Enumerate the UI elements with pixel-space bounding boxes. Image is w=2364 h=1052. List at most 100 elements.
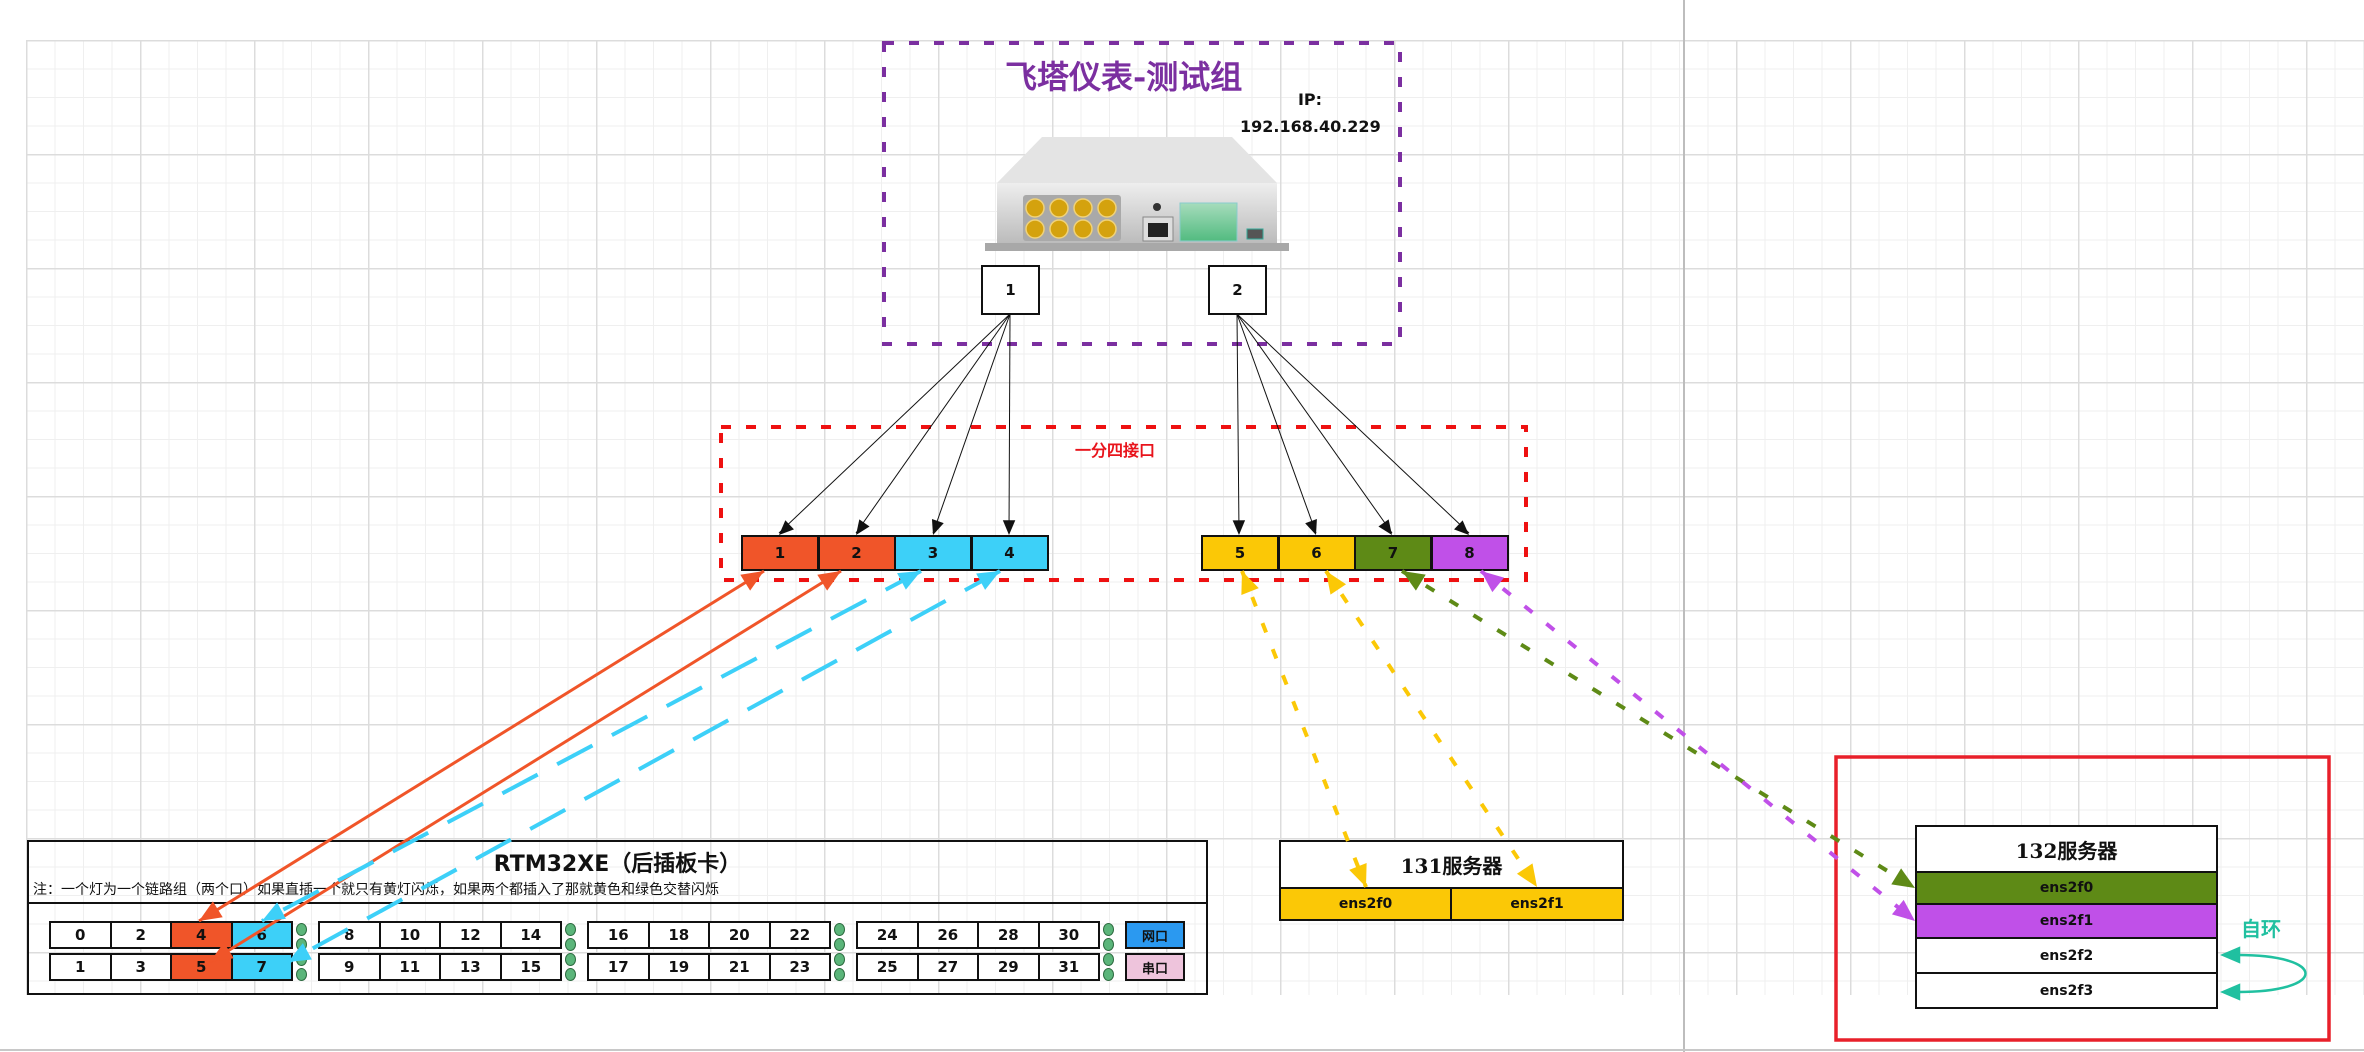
arrowhead	[1402, 571, 1426, 591]
arrowhead	[1891, 868, 1915, 888]
card-port-26[interactable]: 26	[916, 921, 979, 949]
card-port-15[interactable]: 15	[499, 953, 562, 981]
card-title: RTM32XE（后插板卡）	[493, 852, 742, 877]
card-port-0[interactable]: 0	[49, 921, 112, 949]
link-connector	[1400, 569, 1917, 890]
server132-ens2f3[interactable]: ens2f3	[1915, 972, 2218, 1009]
uplink-port-2[interactable]: 2	[1208, 265, 1267, 315]
arrowhead	[1002, 520, 1016, 535]
card-port-12[interactable]: 12	[439, 921, 502, 949]
splitter-port-7[interactable]: 7	[1354, 535, 1432, 571]
splitter-group-frame	[719, 425, 1528, 582]
card-port-20[interactable]: 20	[708, 921, 771, 949]
arrowhead	[262, 902, 286, 921]
card-port-14[interactable]: 14	[499, 921, 562, 949]
card-port-23[interactable]: 23	[768, 953, 831, 981]
fanout-connector	[1236, 313, 1240, 534]
arrowhead	[779, 520, 794, 535]
arrowhead	[817, 571, 841, 591]
card-port-28[interactable]: 28	[977, 921, 1040, 949]
serial-port[interactable]: 串口	[1125, 953, 1185, 981]
card-port-8[interactable]: 8	[318, 921, 381, 949]
splitter-label: 一分四接口	[1075, 441, 1156, 460]
arrowhead	[2220, 946, 2241, 964]
status-led	[834, 953, 845, 966]
server132-frame	[1834, 755, 2331, 1042]
fanout-connector	[932, 313, 1011, 534]
page-divider	[1683, 0, 1685, 1052]
status-led	[834, 923, 845, 936]
card-port-16[interactable]: 16	[587, 921, 650, 949]
arrowhead	[1241, 571, 1259, 595]
card-port-31[interactable]: 31	[1037, 953, 1100, 981]
status-led	[834, 938, 845, 951]
arrowhead	[288, 943, 312, 962]
card-port-3[interactable]: 3	[109, 953, 172, 981]
card-port-30[interactable]: 30	[1037, 921, 1100, 949]
card-port-29[interactable]: 29	[977, 953, 1040, 981]
ip-label: IP:	[1297, 90, 1323, 109]
server132-ens2f1[interactable]: ens2f1	[1915, 903, 2218, 939]
card-port-25[interactable]: 25	[856, 953, 919, 981]
arrowhead	[1516, 863, 1537, 887]
arrowhead	[1349, 863, 1367, 887]
status-led	[1103, 938, 1114, 951]
server132-title: 132服务器	[2015, 839, 2118, 863]
card-port-18[interactable]: 18	[647, 921, 710, 949]
status-led	[565, 953, 576, 966]
arrowhead	[2220, 983, 2241, 1001]
status-led	[834, 968, 845, 981]
splitter-port-1[interactable]: 1	[741, 535, 819, 571]
link-connector	[287, 569, 1001, 964]
ip-value: 192.168.40.229	[1240, 117, 1381, 136]
card-divider	[27, 902, 1208, 904]
splitter-port-2[interactable]: 2	[817, 535, 896, 571]
splitter-port-6[interactable]: 6	[1277, 535, 1356, 571]
fanout-connector	[778, 313, 1011, 534]
rtm32xe-card	[27, 840, 1208, 995]
card-port-2[interactable]: 2	[109, 921, 172, 949]
card-port-22[interactable]: 22	[768, 921, 831, 949]
card-port-4[interactable]: 4	[170, 921, 233, 949]
status-led	[565, 938, 576, 951]
server131-ens2f0[interactable]: ens2f0	[1279, 887, 1452, 921]
arrowhead	[199, 901, 223, 921]
link-connector	[261, 569, 922, 923]
link-connector	[1324, 569, 1539, 889]
status-led	[1103, 953, 1114, 966]
card-port-17[interactable]: 17	[587, 953, 650, 981]
card-port-7[interactable]: 7	[230, 953, 293, 981]
arrowhead	[931, 519, 944, 535]
server132-ens2f0[interactable]: ens2f0	[1915, 871, 2218, 905]
arrowhead	[1326, 571, 1347, 595]
arrowhead	[976, 571, 1000, 590]
server131-title: 131服务器	[1400, 854, 1503, 878]
splitter-port-4[interactable]: 4	[970, 535, 1049, 571]
card-port-10[interactable]: 10	[378, 921, 441, 949]
card-port-21[interactable]: 21	[708, 953, 771, 981]
self-loop-label: 自环	[2241, 917, 2281, 941]
card-port-27[interactable]: 27	[916, 953, 979, 981]
status-led	[296, 923, 307, 936]
card-port-24[interactable]: 24	[856, 921, 919, 949]
link-connector	[1240, 570, 1368, 888]
splitter-port-8[interactable]: 8	[1430, 535, 1509, 571]
device-group-frame	[882, 41, 1402, 346]
arrowhead	[1481, 571, 1505, 593]
fanout-connector	[1008, 313, 1011, 534]
arrowhead	[1891, 899, 1915, 921]
server131-ens2f1[interactable]: ens2f1	[1450, 887, 1624, 921]
arrowhead	[1305, 519, 1317, 535]
arrowhead	[897, 571, 921, 590]
status-led	[1103, 923, 1114, 936]
fanout-connector	[1236, 313, 1470, 534]
net-port[interactable]: 网口	[1125, 921, 1185, 949]
page-bottom-line	[0, 1049, 2364, 1051]
splitter-port-3[interactable]: 3	[894, 535, 972, 571]
card-note: 注：一个灯为一个链路组（两个口）如果直插一个就只有黄灯闪烁，如果两个都插入了那就…	[33, 882, 719, 898]
uplink-port-1[interactable]: 1	[981, 265, 1040, 315]
link-connector	[198, 569, 765, 923]
device-group-title: 飞塔仪表-测试组	[1005, 58, 1243, 96]
